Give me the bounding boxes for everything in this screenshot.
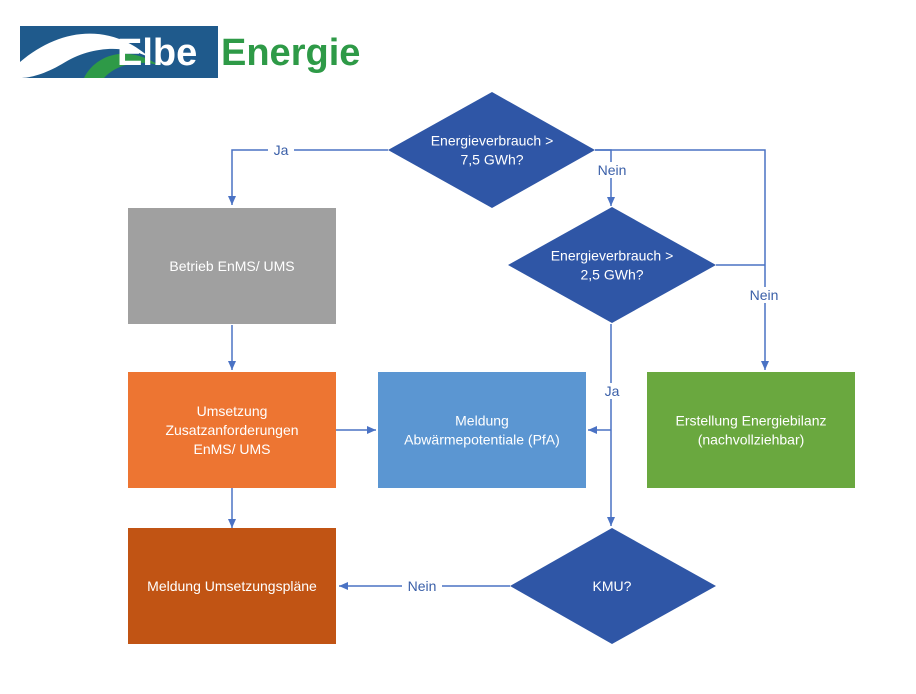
decision-energy-25: Energieverbrauch > 2,5 GWh? <box>508 207 716 323</box>
label-line: Energieverbrauch > <box>431 133 554 149</box>
edge-label-d2-ja: Ja <box>605 383 620 399</box>
box-shape <box>378 372 586 488</box>
box-betrieb-enms: Betrieb EnMS/ UMS <box>128 208 336 324</box>
logo-wave-icon <box>20 33 150 78</box>
label-line: KMU? <box>593 578 632 594</box>
decision-energy-75: Energieverbrauch > 7,5 GWh? <box>388 92 595 208</box>
logo-wave-accent-icon <box>84 53 160 78</box>
edge-label-d2-nein: Nein <box>750 287 779 303</box>
box-meldung-umsetzungsplaene-label: Meldung Umsetzungspläne <box>147 578 317 594</box>
label-line: Erstellung Energiebilanz <box>676 413 827 429</box>
decision-shape <box>508 207 716 323</box>
label-line: Abwärmepotentiale (PfA) <box>404 432 560 448</box>
box-shape <box>128 528 336 644</box>
edge-label-bg <box>402 578 442 594</box>
logo-word-energie: Energie <box>221 32 360 74</box>
edge-label-d1-ja: Ja <box>274 142 289 158</box>
decision-shape <box>388 92 595 208</box>
label-line: (nachvollziehbar) <box>698 432 805 448</box>
decision-kmu-label: KMU? <box>593 578 632 594</box>
box-meldung-umsetzungsplaene: Meldung Umsetzungspläne <box>128 528 336 644</box>
edge-label-bg <box>600 383 624 399</box>
label-line: 2,5 GWh? <box>580 267 643 283</box>
box-shape <box>128 372 336 488</box>
label-line: Umsetzung <box>197 403 268 419</box>
label-line: EnMS/ UMS <box>193 441 270 457</box>
edge-d1-to-enms <box>228 149 388 205</box>
label-line: Zusatzanforderungen <box>165 422 298 438</box>
logo-word-elbe: Elbe <box>117 32 197 74</box>
decision-shape <box>510 528 716 644</box>
edge-label-bg <box>745 287 783 303</box>
decision-kmu: KMU? <box>510 528 716 644</box>
label-line: 7,5 GWh? <box>460 152 523 168</box>
label-line: Meldung <box>455 413 509 429</box>
box-shape <box>128 208 336 324</box>
box-betrieb-enms-label: Betrieb EnMS/ UMS <box>169 258 294 274</box>
label-line: Energieverbrauch > <box>551 248 674 264</box>
label-line: Betrieb EnMS/ UMS <box>169 258 294 274</box>
box-energiebilanz-label: Erstellung Energiebilanz (nachvollziehbar… <box>676 413 827 448</box>
edge-label-d1-nein: Nein <box>598 162 627 178</box>
edge-labels: Ja Nein Nein Ja Nein <box>268 142 783 594</box>
edge-label-d3-nein: Nein <box>408 578 437 594</box>
box-shape <box>647 372 855 488</box>
label-line: Meldung Umsetzungspläne <box>147 578 317 594</box>
edge-label-bg <box>268 142 294 158</box>
decision-energy-25-label: Energieverbrauch > 2,5 GWh? <box>551 248 674 283</box>
box-energiebilanz: Erstellung Energiebilanz (nachvollziehbar… <box>647 372 855 488</box>
elbe-energie-logo: Elbe Energie <box>20 26 360 78</box>
edge-label-bg <box>593 162 631 178</box>
decision-energy-75-label: Energieverbrauch > 7,5 GWh? <box>431 133 554 168</box>
